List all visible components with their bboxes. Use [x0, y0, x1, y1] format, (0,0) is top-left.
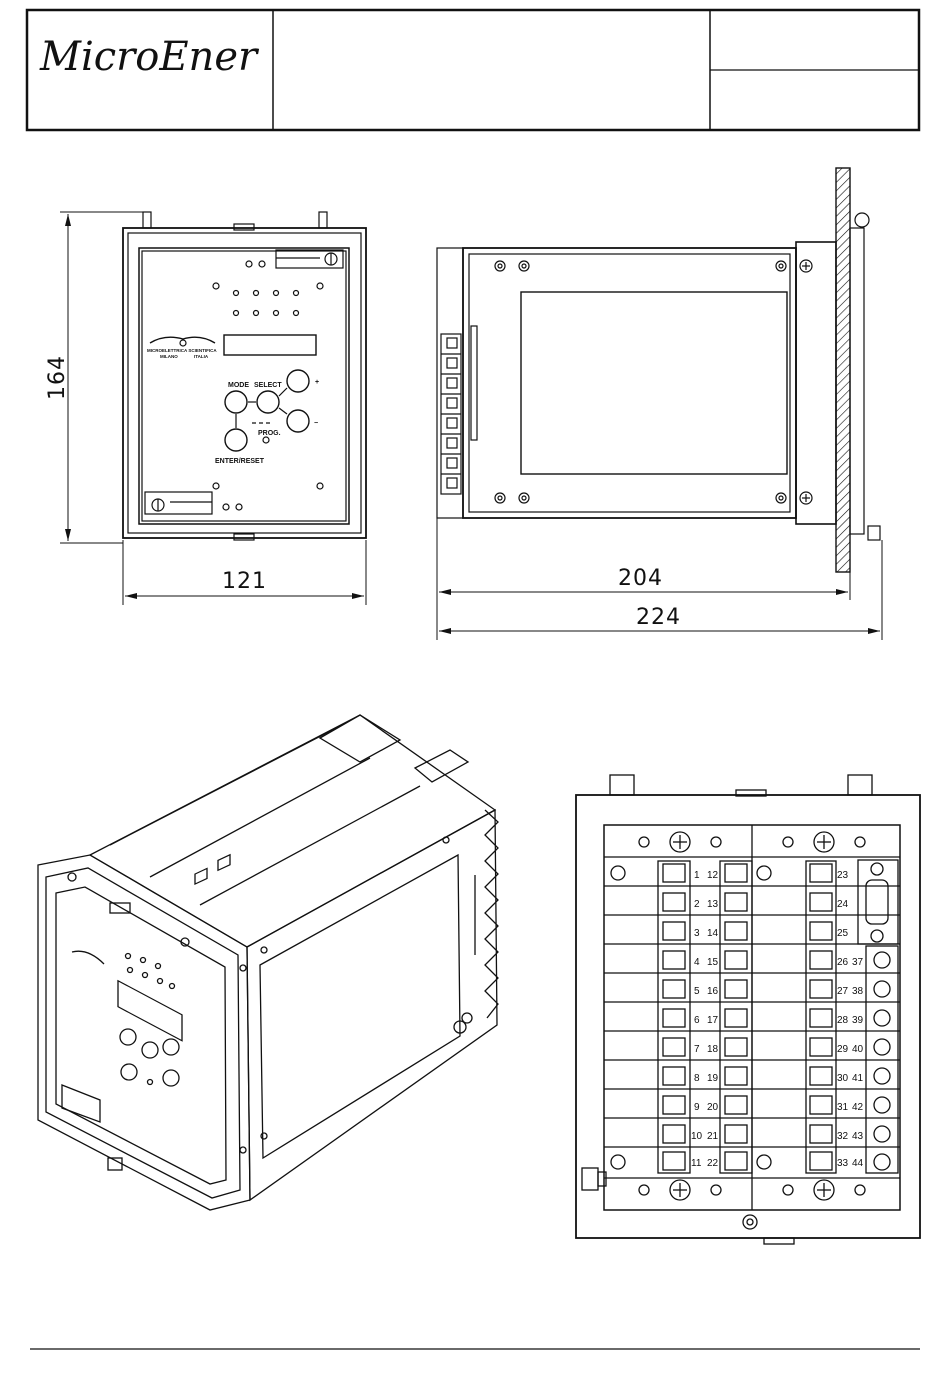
isometric-view: [38, 715, 498, 1210]
brand-line1: MICROELETTRICA SCIENTIFICA: [147, 348, 217, 353]
front-dimensions: [60, 212, 366, 605]
side-view: [437, 168, 880, 572]
terminal-number: 15: [707, 957, 719, 968]
terminal-number: 17: [707, 1015, 719, 1026]
terminal-number: 44: [852, 1158, 864, 1169]
plus-label: +: [315, 379, 319, 386]
terminal-number: 3: [694, 928, 700, 939]
minus-label: −: [314, 420, 318, 427]
terminal-number: 27: [837, 986, 849, 997]
terminal-number: 7: [694, 1044, 700, 1055]
enter-reset-label: ENTER/RESET: [215, 458, 265, 465]
terminal-number: 14: [707, 928, 719, 939]
proc-label: PROG.: [258, 430, 281, 437]
company-logo: MicroEner: [39, 34, 260, 80]
terminal-number: 20: [707, 1102, 719, 1113]
terminal-number: 12: [707, 870, 719, 881]
terminal-number: 2: [694, 899, 700, 910]
terminal-number: 5: [694, 986, 700, 997]
terminal-number: 26: [837, 957, 849, 968]
side-terminal-blocks: [441, 334, 461, 494]
terminal-number: 38: [852, 986, 864, 997]
terminal-number: 32: [837, 1131, 849, 1142]
terminal-number: 19: [707, 1073, 719, 1084]
terminal-number: 40: [852, 1044, 864, 1055]
terminal-number: 43: [852, 1131, 864, 1142]
front-width-dimension: 121: [222, 569, 267, 594]
terminal-number: 11: [691, 1158, 702, 1169]
terminal-number: 25: [837, 928, 849, 939]
terminal-number: 10: [691, 1131, 703, 1142]
terminal-number: 22: [707, 1158, 719, 1169]
terminal-number: 6: [694, 1015, 700, 1026]
terminal-number: 13: [707, 899, 719, 910]
terminal-number: 9: [694, 1102, 700, 1113]
terminal-number: 1: [694, 870, 700, 881]
terminal-number: 29: [837, 1044, 849, 1055]
brand-line2b: ITALIA: [194, 354, 209, 359]
terminal-number: 23: [837, 870, 849, 881]
terminal-number: 28: [837, 1015, 849, 1026]
brand-line2a: MILANO: [160, 354, 178, 359]
front-view: [123, 212, 366, 540]
mode-label: MODE: [228, 382, 249, 389]
terminal-number: 24: [837, 899, 849, 910]
terminal-number: 31: [837, 1102, 849, 1113]
front-panel-labels: MICROELETTRICA SCIENTIFICA MILANO ITALIA…: [147, 348, 319, 465]
terminal-number: 18: [707, 1044, 719, 1055]
terminal-number: 30: [837, 1073, 849, 1084]
terminal-number: 37: [852, 957, 864, 968]
depth-dimension: 204: [618, 566, 663, 591]
terminal-number: 33: [837, 1158, 849, 1169]
terminal-number: 39: [852, 1015, 864, 1026]
select-label: SELECT: [254, 382, 282, 389]
terminal-view: [576, 775, 920, 1244]
terminal-number: 16: [707, 986, 719, 997]
terminal-number: 8: [694, 1073, 700, 1084]
terminal-number: 4: [694, 957, 700, 968]
terminal-number: 42: [852, 1102, 864, 1113]
height-dimension: 164: [45, 355, 70, 400]
terminal-number: 21: [707, 1131, 719, 1142]
terminal-number: 41: [852, 1073, 864, 1084]
total-length-dimension: 224: [636, 605, 681, 630]
